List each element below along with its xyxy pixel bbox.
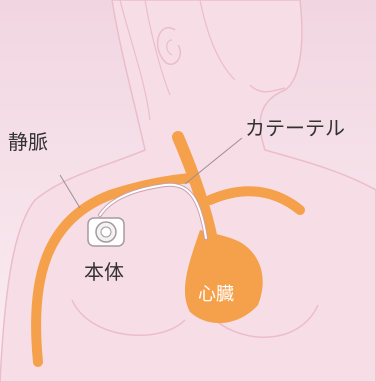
port-device-icon <box>88 218 124 246</box>
device-label: 本体 <box>84 262 124 282</box>
vein-label: 静脈 <box>8 132 48 152</box>
heart-label: 心臓 <box>198 286 234 304</box>
catheter-label: カテーテル <box>245 118 345 138</box>
